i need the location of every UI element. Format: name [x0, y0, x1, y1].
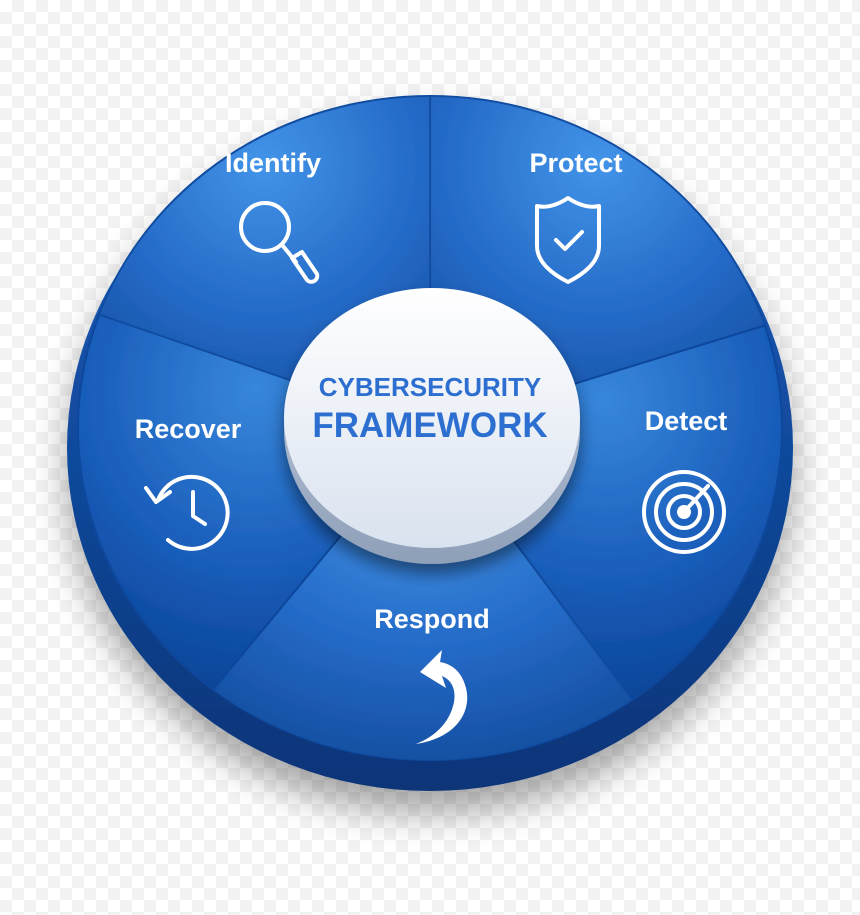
segment-identify: Identify: [225, 148, 321, 284]
history-clock-icon: [144, 474, 230, 551]
segment-label-detect: Detect: [645, 406, 728, 436]
segment-protect: Protect: [529, 148, 623, 284]
segment-label-identify: Identify: [225, 148, 321, 178]
segment-label-protect: Protect: [529, 148, 622, 178]
segment-label-respond: Respond: [374, 604, 490, 634]
center-title-line2: FRAMEWORK: [312, 406, 547, 445]
shield-check-icon: [535, 196, 601, 284]
segment-recover: Recover: [135, 414, 242, 551]
wedge-shade-respond: [213, 428, 632, 761]
segment-detect: Detect: [642, 406, 728, 554]
magnifier-icon: [239, 201, 320, 284]
radar-icon: [642, 470, 726, 554]
curved-arrow-icon: [416, 650, 468, 744]
segment-label-recover: Recover: [135, 414, 242, 444]
center-title-line1: CYBERSECURITY: [319, 372, 541, 402]
center-hub: [284, 288, 580, 564]
segment-respond: Respond: [374, 604, 490, 744]
